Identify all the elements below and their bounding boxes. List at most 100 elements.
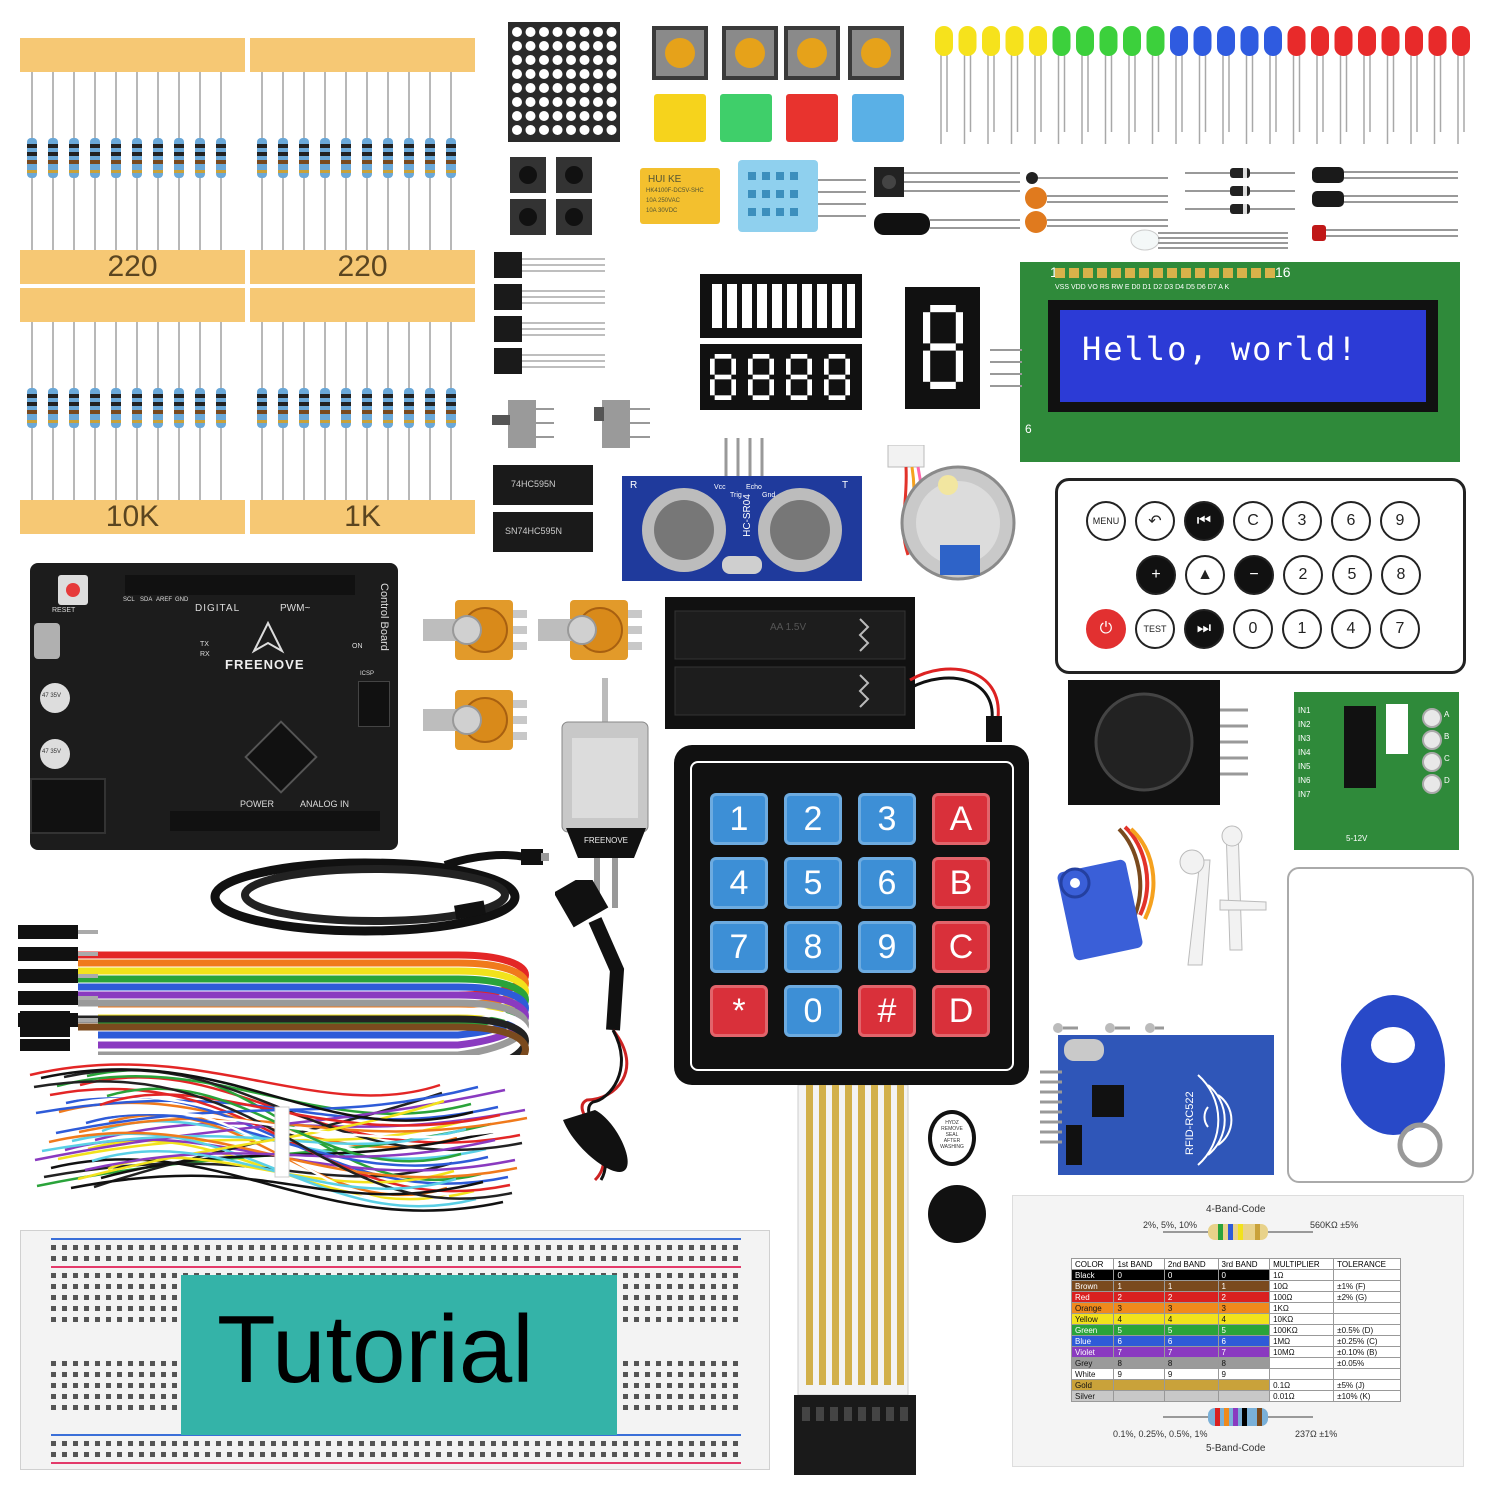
remote-button[interactable]: 2 [1283,555,1323,595]
remote-button[interactable]: 6 [1331,501,1371,541]
table-cell [1163,1379,1219,1391]
usb-c-port [34,623,60,659]
tx-label: TX [200,641,209,648]
stepper-motor [878,444,1018,585]
table-cell: 6 [1113,1335,1165,1347]
remote-button[interactable]: − [1234,555,1274,595]
led-dot-matrix [508,22,620,142]
table-cell: ±0.10% (B) [1333,1346,1401,1358]
board-brand: FREENOVE [225,657,305,672]
card-right-4band: 560KΩ ±5% [1310,1220,1359,1230]
driver-led [1422,774,1442,794]
table-cell: Green [1070,1324,1115,1336]
table-cell: Silver [1070,1390,1115,1402]
button-cap-green [720,94,772,142]
keypad-key[interactable]: 7 [710,921,768,973]
keypad-key[interactable]: 3 [858,793,916,845]
keypad-key[interactable]: D [932,985,990,1037]
tactile-button [784,26,840,80]
table-header: 3rd BAND [1217,1258,1271,1270]
ic-74hc595-b: SN74HC595N [493,512,593,552]
driver-led-label: B [1444,732,1450,741]
board-name: Control Board [378,583,390,651]
keypad-key[interactable]: C [932,921,990,973]
resistor-bank [257,72,456,250]
card-left-5band: 0.1%, 0.25%, 0.5%, 1% [1113,1429,1208,1439]
battery-label: AA 1.5V [770,622,807,633]
driver-led-label: C [1444,754,1450,763]
table-header: COLOR [1070,1258,1115,1270]
remote-button[interactable]: TEST [1135,609,1175,649]
table-cell: 6 [1217,1335,1271,1347]
keypad-key[interactable]: 0 [784,985,842,1037]
microcontroller-chip [244,720,318,794]
keypad-key[interactable]: * [710,985,768,1037]
remote-button[interactable]: 1 [1282,609,1322,649]
driver-led [1422,752,1442,772]
keypad-key[interactable]: # [858,985,916,1037]
remote-button[interactable]: 9 [1380,501,1420,541]
remote-button[interactable]: 3 [1282,501,1322,541]
lcd-header-pins [1055,268,1275,278]
four-band-resistor [1163,1224,1313,1240]
driver-pin-label: IN4 [1298,748,1311,757]
resistor-bank [257,322,456,500]
table-cell: 1KΩ [1269,1302,1335,1314]
ultrasonic-model: HC-SR04 [741,494,753,537]
driver-led [1422,730,1442,750]
table-cell: ±0.05% [1333,1357,1401,1369]
board-pin-label: AREF [156,597,173,603]
remote-button[interactable]: 7 [1380,609,1420,649]
remote-button[interactable]: ⏭ [1184,609,1224,649]
reset-button[interactable] [58,575,88,605]
relay: HUI KE HK4100F-DC5V-SHC 10A 250VAC 10A 3… [640,168,720,224]
on-label: ON [352,643,363,650]
table-cell [1113,1379,1165,1391]
keypad-key[interactable]: B [932,857,990,909]
remote-button[interactable]: 5 [1332,555,1372,595]
table-cell: ±0.5% (D) [1333,1324,1401,1336]
keypad-key[interactable]: 5 [784,857,842,909]
table-cell: ±1% (F) [1333,1280,1401,1292]
ceramic-capacitors [1020,170,1170,240]
tutorial-panel: Tutorial [181,1275,617,1435]
remote-button[interactable]: ↶ [1135,501,1175,541]
table-cell: 0 [1113,1269,1165,1281]
remote-button[interactable]: C [1233,501,1273,541]
remote-button[interactable]: ⏻ [1086,609,1126,649]
remote-button[interactable]: ⏮ [1184,501,1224,541]
keypad-key[interactable]: 8 [784,921,842,973]
keypad-key[interactable]: 6 [858,857,916,909]
driver-pin-label: IN1 [1298,706,1311,715]
remote-button[interactable]: 0 [1233,609,1273,649]
remote-button[interactable]: 4 [1331,609,1371,649]
table-cell: 7 [1163,1346,1219,1358]
table-cell: 10MΩ [1269,1346,1335,1358]
buzzer-label-line: SEAL [945,1132,959,1138]
buzzer-label-line: HYDZ [945,1120,959,1126]
remote-button[interactable]: ▲ [1185,555,1225,595]
keypad-key[interactable]: A [932,793,990,845]
table-header: MULTIPLIER [1269,1258,1335,1270]
lcd-screen: Hello, world! [1060,310,1426,402]
resistor-strip-220-b: 220 [250,38,475,284]
keypad-key[interactable]: 1 [710,793,768,845]
table-cell: 7 [1113,1346,1165,1358]
keypad-key[interactable]: 2 [784,793,842,845]
table-cell: 0.01Ω [1269,1390,1335,1402]
table-cell: 6 [1163,1335,1219,1347]
remote-button[interactable]: MENU [1086,501,1126,541]
table-cell: Black [1070,1269,1115,1281]
keypad-key[interactable]: 4 [710,857,768,909]
remote-button[interactable]: + [1136,555,1176,595]
keypad-key[interactable]: 9 [858,921,916,973]
motor-label: FREENOVE [584,836,629,845]
dc-jack [30,778,106,834]
remote-button[interactable]: 8 [1381,555,1421,595]
table-cell: White [1070,1368,1115,1380]
table-header: TOLERANCE [1333,1258,1401,1270]
table-cell: 5 [1217,1324,1271,1336]
transistors [494,252,605,374]
